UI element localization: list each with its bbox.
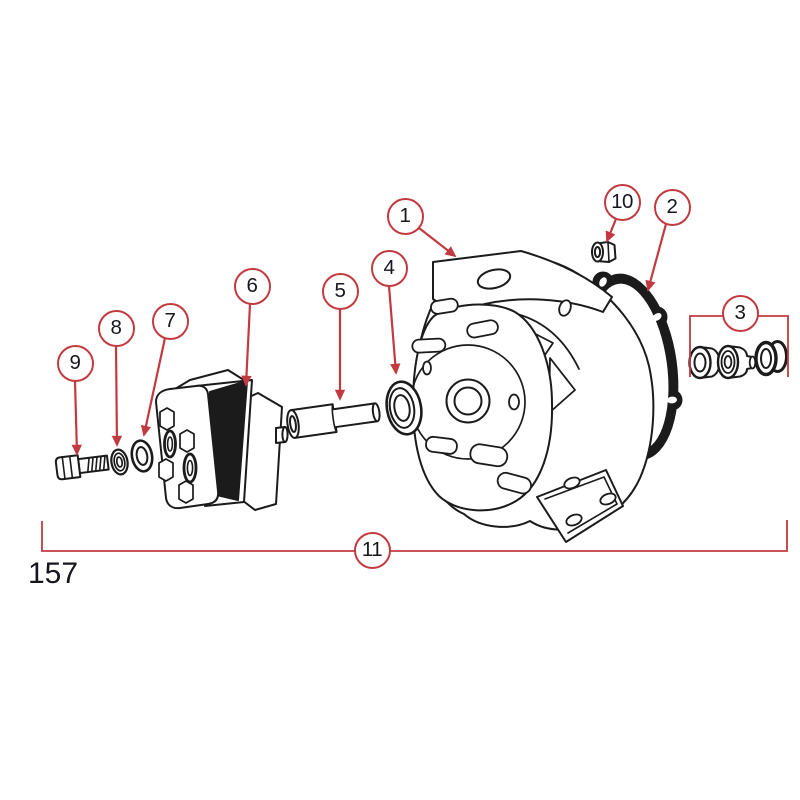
callout-6-arrow	[241, 303, 252, 387]
callout-4-arrow	[387, 285, 401, 375]
pump-shaft-sleeve-drawing	[286, 402, 381, 439]
callout-9[interactable]: 9	[56, 344, 94, 382]
callout-6[interactable]: 6	[233, 267, 271, 305]
callout-3[interactable]: 3	[721, 294, 759, 332]
callout-8[interactable]: 8	[97, 309, 135, 347]
flat-washer-drawing	[130, 439, 154, 473]
hex-bolt-drawing	[54, 454, 110, 481]
hex-nut-drawing	[591, 241, 617, 263]
callout-11-bracket	[41, 520, 788, 552]
callout-2[interactable]: 2	[653, 188, 691, 226]
figure-number: 157	[28, 557, 79, 590]
callout-2-arrow	[645, 223, 668, 292]
callout-10[interactable]: 10	[603, 183, 641, 221]
gear-pump-drawing	[155, 369, 289, 511]
callout-8-arrow	[111, 345, 123, 447]
callout-7-arrow	[140, 337, 167, 437]
callout-11[interactable]: 11	[353, 531, 391, 569]
callout-10-arrow	[605, 218, 618, 243]
shaft-seal-ring-drawing	[385, 380, 423, 436]
callout-1-arrow	[418, 227, 457, 258]
callout-7[interactable]: 7	[151, 302, 189, 340]
lock-washer-drawing	[110, 448, 129, 476]
callout-4[interactable]: 4	[370, 249, 408, 287]
seal-kit-drawing	[688, 340, 788, 380]
callout-9-arrow	[71, 380, 82, 456]
callout-1[interactable]: 1	[386, 197, 424, 235]
callout-5[interactable]: 5	[321, 272, 359, 310]
